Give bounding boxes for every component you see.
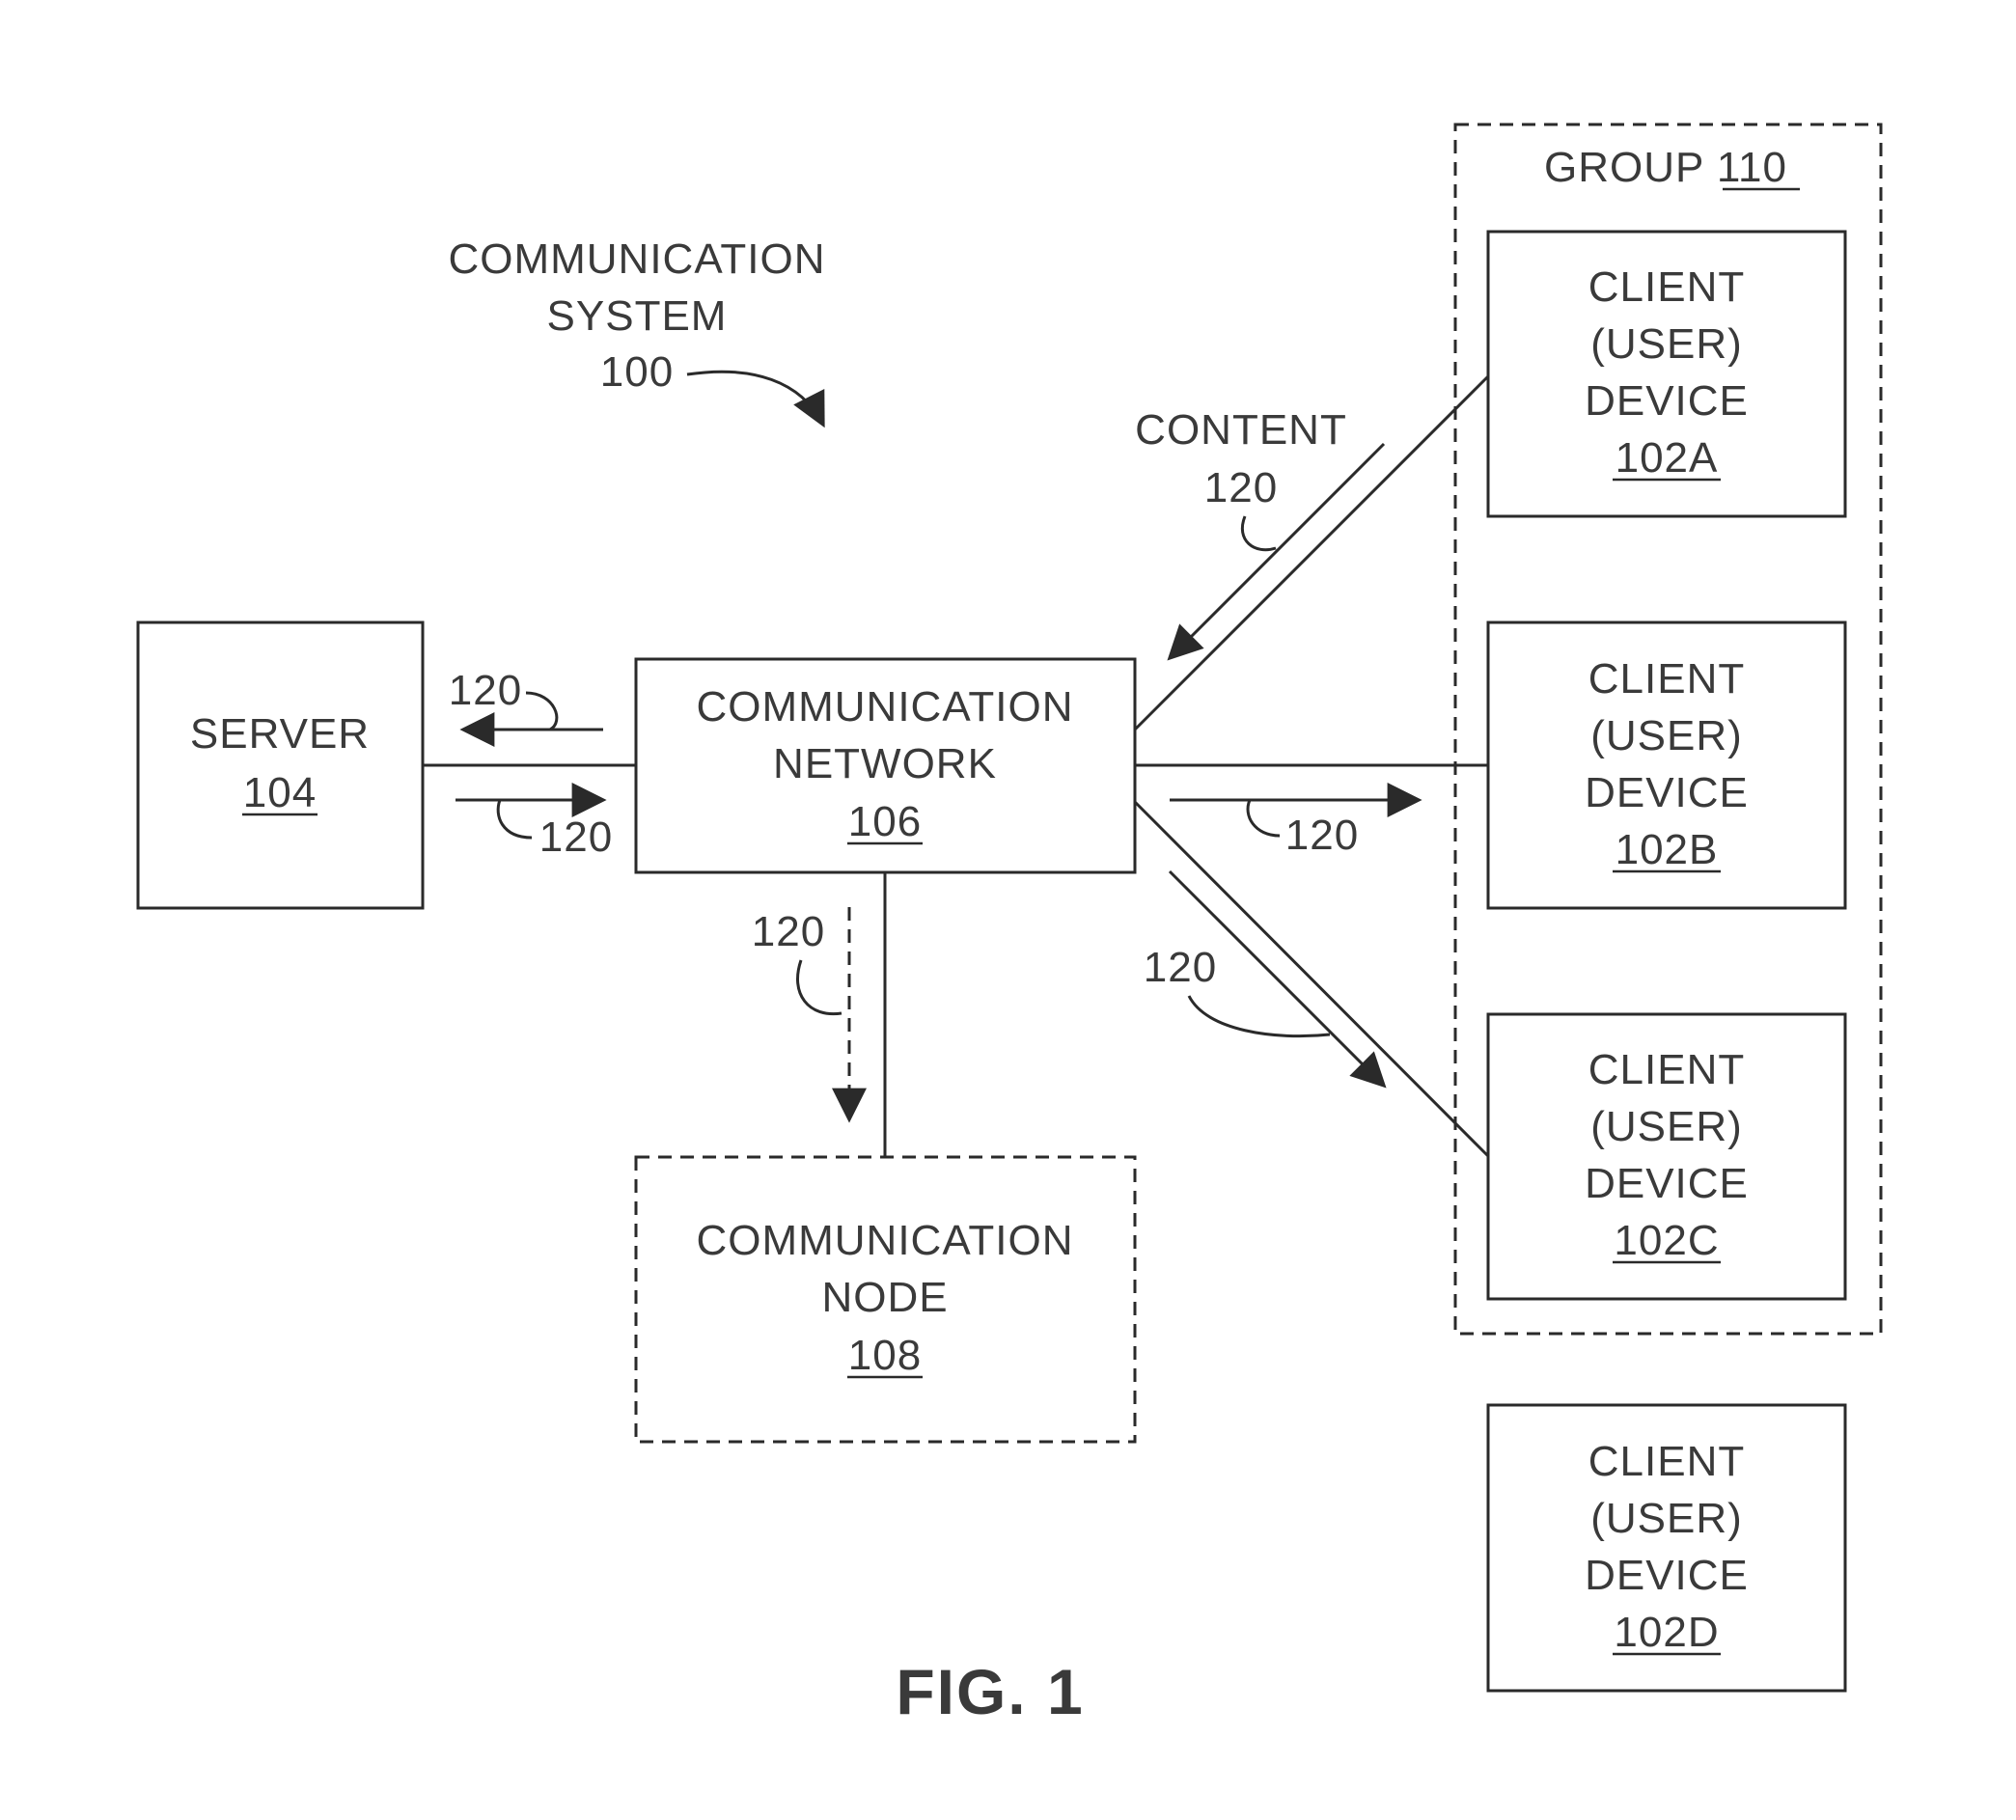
group-label-gap bbox=[1704, 144, 1717, 191]
device-a-line1: CLIENT bbox=[1588, 263, 1745, 311]
ref-120-node: 120 bbox=[752, 908, 825, 955]
group-label: GROUP 110 bbox=[1544, 144, 1787, 191]
device-c-ref: 102C bbox=[1614, 1217, 1719, 1264]
client-device-a: CLIENT (USER) DEVICE 102A bbox=[1486, 230, 1847, 518]
network-line2: NETWORK bbox=[773, 740, 997, 787]
server-label: SERVER bbox=[190, 710, 370, 758]
group-container: GROUP 110 bbox=[1453, 123, 1883, 1336]
device-c-line1: CLIENT bbox=[1588, 1046, 1745, 1093]
device-d-line2: (USER) bbox=[1590, 1495, 1743, 1542]
device-d-ref: 102D bbox=[1614, 1609, 1719, 1656]
network-box: COMMUNICATION NETWORK 106 bbox=[634, 657, 1137, 874]
system-line2: SYSTEM bbox=[547, 292, 728, 340]
server-box: SERVER 104 bbox=[136, 620, 425, 910]
ref-120-device-b: 120 bbox=[1285, 812, 1359, 859]
system-ref: 100 bbox=[600, 348, 674, 396]
content-label-group: CONTENT 120 bbox=[1135, 406, 1347, 552]
ref-120-device-c-leader bbox=[1187, 995, 1331, 1038]
device-c-line3: DEVICE bbox=[1585, 1160, 1749, 1207]
group-ref: 110 bbox=[1717, 144, 1787, 191]
system-line1: COMMUNICATION bbox=[448, 235, 825, 283]
network-device-a-link bbox=[1133, 374, 1490, 731]
ref-120-device-c: 120 bbox=[1144, 944, 1217, 991]
system-pointer-arrow bbox=[686, 370, 825, 428]
device-d-line3: DEVICE bbox=[1585, 1552, 1749, 1599]
client-device-d: CLIENT (USER) DEVICE 102D bbox=[1486, 1403, 1847, 1693]
device-b-ref: 102B bbox=[1616, 826, 1719, 873]
network-line1: COMMUNICATION bbox=[696, 683, 1073, 731]
content-arrow-to-device-c bbox=[1168, 869, 1387, 1089]
node-ref: 108 bbox=[848, 1332, 922, 1379]
content-arrow-from-device-a bbox=[1167, 442, 1386, 661]
node-line1: COMMUNICATION bbox=[696, 1217, 1073, 1264]
ref-120-server-up-leader bbox=[525, 691, 559, 731]
node-line2: NODE bbox=[821, 1274, 948, 1321]
ref-120-server-up: 120 bbox=[449, 667, 522, 714]
device-b-line2: (USER) bbox=[1590, 712, 1743, 759]
device-a-ref: 102A bbox=[1616, 434, 1719, 482]
content-label: CONTENT bbox=[1135, 406, 1347, 454]
device-c-line2: (USER) bbox=[1590, 1103, 1743, 1150]
group-label-text: GROUP bbox=[1544, 144, 1704, 191]
device-d-line1: CLIENT bbox=[1588, 1438, 1745, 1485]
ref-120-server-down: 120 bbox=[539, 813, 613, 861]
ref-120-device-b-leader bbox=[1246, 799, 1281, 838]
ref-120-server-down-leader bbox=[496, 799, 533, 840]
device-a-line2: (USER) bbox=[1590, 320, 1743, 368]
figure-label: FIG. 1 bbox=[896, 1656, 1084, 1727]
ref-120-node-leader bbox=[796, 959, 842, 1016]
network-ref: 106 bbox=[848, 798, 922, 845]
content-ref: 120 bbox=[1204, 464, 1278, 511]
network-device-c-link bbox=[1133, 800, 1490, 1158]
device-b-line3: DEVICE bbox=[1585, 769, 1749, 816]
system-label: COMMUNICATION SYSTEM 100 bbox=[448, 235, 825, 428]
device-a-line3: DEVICE bbox=[1585, 377, 1749, 425]
node-box: COMMUNICATION NODE 108 bbox=[634, 1155, 1137, 1444]
client-device-c: CLIENT (USER) DEVICE 102C bbox=[1486, 1012, 1847, 1301]
device-b-line1: CLIENT bbox=[1588, 655, 1745, 703]
client-device-b: CLIENT (USER) DEVICE 102B bbox=[1486, 620, 1847, 910]
server-ref: 104 bbox=[243, 769, 317, 816]
content-ref-leader bbox=[1240, 515, 1277, 552]
